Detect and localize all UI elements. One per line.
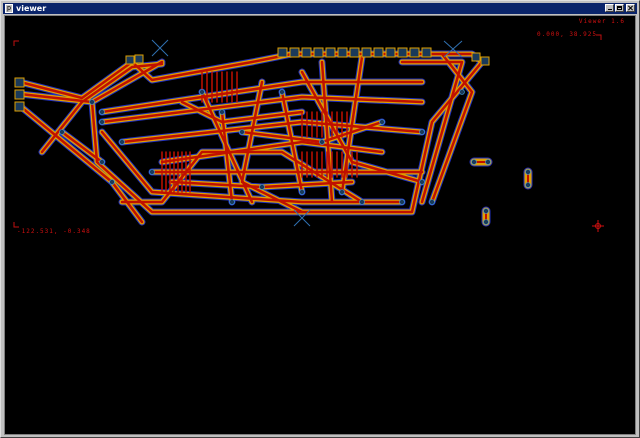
- header-pads: [14, 47, 490, 112]
- window-title: viewer: [16, 4, 47, 13]
- maximize-button[interactable]: [615, 4, 624, 12]
- title-bar[interactable]: p viewer: [3, 3, 637, 14]
- close-button[interactable]: [626, 4, 635, 12]
- vias: [59, 89, 465, 205]
- minimize-button[interactable]: [605, 4, 614, 12]
- top-right-coordinates: 0.000, 38.925: [537, 31, 597, 38]
- cursor-crosshair-icon: [592, 220, 604, 232]
- corner-bracket-top-left: [13, 40, 19, 46]
- x-crosshair-markers: [151, 39, 463, 227]
- app-icon[interactable]: p: [5, 4, 13, 13]
- version-label: Viewer 1.6: [578, 18, 625, 25]
- isolated-pads: [469, 157, 533, 227]
- pcb-canvas[interactable]: Viewer 1.6 0.000, 38.925 -122.531, -0.34…: [4, 15, 636, 435]
- bottom-left-coordinates: -122.531, -0.348: [17, 228, 91, 235]
- pcb-layout: [13, 34, 604, 232]
- corner-bracket-bottom-left: [13, 222, 19, 228]
- corner-bracket-top-right: [596, 34, 602, 40]
